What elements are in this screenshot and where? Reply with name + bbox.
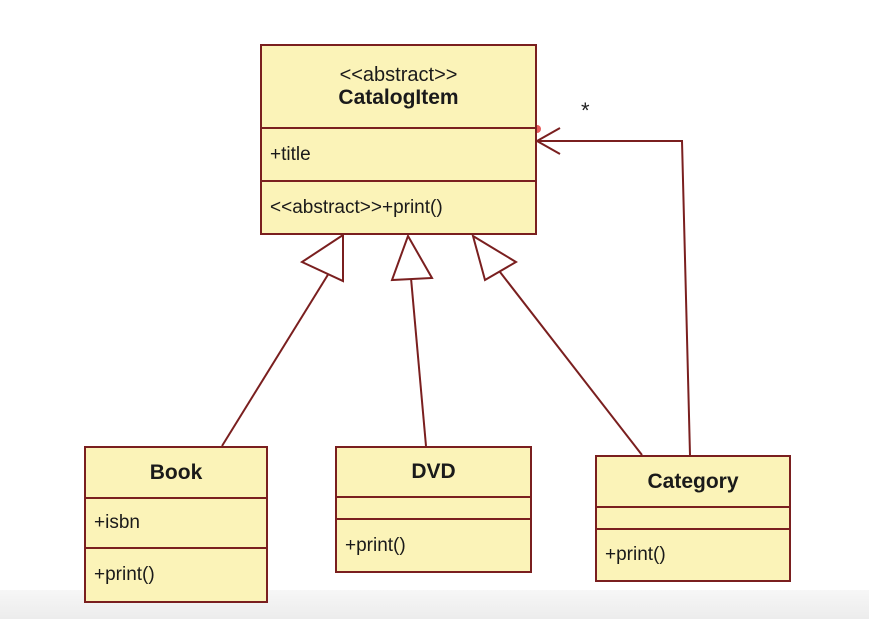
generalization-line-dvd (410, 277, 427, 447)
book-operations-compartment: +print() (86, 549, 266, 601)
book-attribute-isbn: +isbn (94, 512, 140, 533)
generalization-line-category (499, 271, 643, 456)
catalog-item-stereotype: <<abstract>> (339, 63, 458, 86)
dvd-name-compartment: DVD (337, 448, 530, 498)
association-arrowhead (534, 127, 561, 155)
catalog-item-name-compartment: <<abstract>> CatalogItem (262, 46, 535, 129)
association-line (537, 140, 691, 456)
association-multiplicity: * (581, 98, 590, 123)
catalog-item-operations-compartment: <<abstract>>+print() (262, 182, 535, 233)
book-class-name: Book (149, 460, 203, 484)
catalog-item-attributes-compartment: +title (262, 129, 535, 182)
category-operation-print: +print() (605, 544, 666, 565)
dvd-operation-print: +print() (345, 534, 406, 556)
book-operation-print: +print() (94, 564, 155, 585)
class-book[interactable]: Book +isbn +print() (84, 446, 268, 603)
dvd-operations-compartment: +print() (337, 520, 530, 571)
catalog-item-attribute-title: +title (270, 143, 311, 165)
category-operations-compartment: +print() (597, 530, 789, 580)
generalization-arrowhead-book (299, 233, 344, 283)
category-attributes-compartment (597, 508, 789, 530)
generalization-line-book (221, 272, 330, 447)
dvd-class-name: DVD (411, 460, 456, 483)
class-dvd[interactable]: DVD +print() (335, 446, 532, 573)
catalog-item-class-name: CatalogItem (338, 85, 459, 109)
dvd-attributes-compartment (337, 498, 530, 520)
catalog-item-operation-print: <<abstract>>+print() (270, 196, 443, 218)
generalization-arrowhead-dvd (390, 233, 434, 282)
class-category[interactable]: Category +print() (595, 455, 791, 582)
book-attributes-compartment: +isbn (86, 499, 266, 549)
book-name-compartment: Book (86, 448, 266, 499)
class-catalog-item[interactable]: <<abstract>> CatalogItem +title <<abstra… (260, 44, 537, 235)
generalization-arrowhead-category (471, 233, 518, 282)
category-name-compartment: Category (597, 457, 789, 508)
category-class-name: Category (647, 469, 739, 493)
